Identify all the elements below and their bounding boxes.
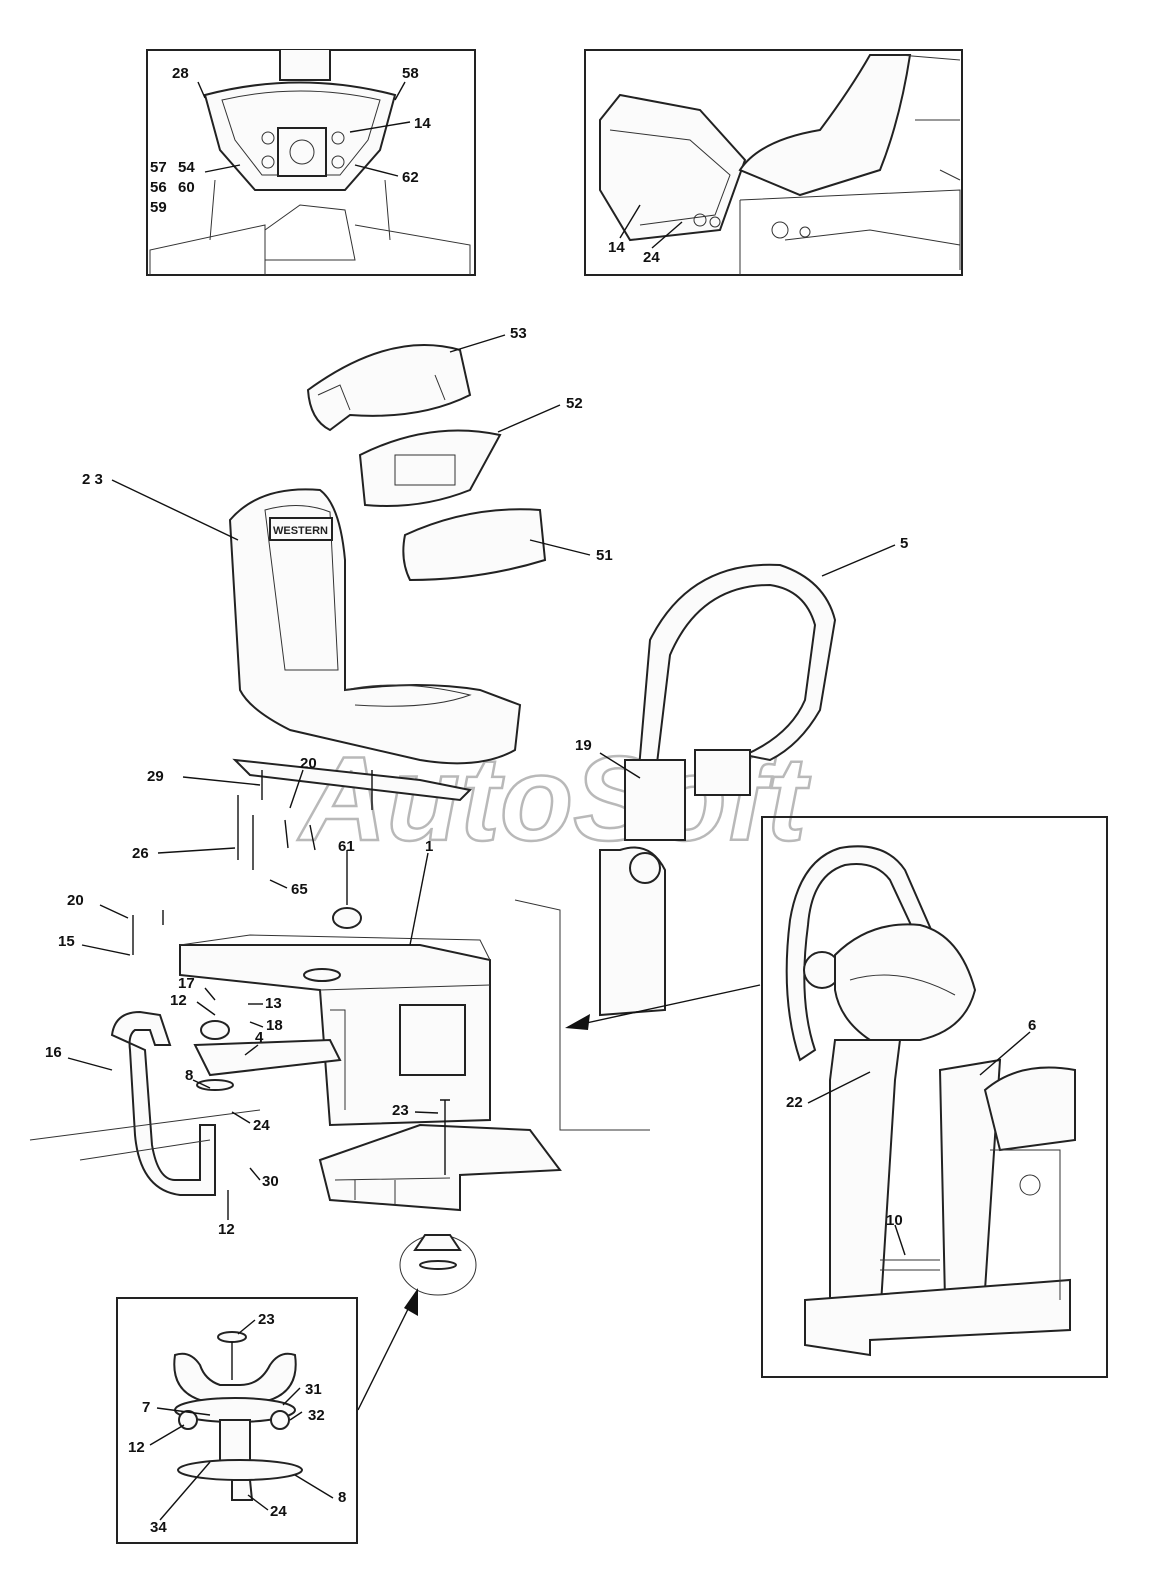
inset-callout-60: 60 <box>178 179 195 196</box>
callout-1: 1 <box>425 838 433 855</box>
inset-callout-24b: 24 <box>643 249 660 266</box>
callout-26: 26 <box>132 845 149 862</box>
callout-12-upper: 12 <box>170 992 187 1009</box>
inset-callout-58: 58 <box>402 65 419 82</box>
callout-17: 17 <box>178 975 195 992</box>
callout-5: 5 <box>900 535 908 552</box>
inset-callout-34: 34 <box>150 1519 167 1536</box>
inset-callout-14b: 14 <box>608 239 625 256</box>
seat-brand-badge: WESTERN <box>273 525 328 537</box>
callout-61: 61 <box>338 838 355 855</box>
inset-callout-57: 57 <box>150 159 167 176</box>
inset-callout-10: 10 <box>886 1212 903 1229</box>
callout-23-seat: 2 3 <box>82 471 103 488</box>
callout-24: 24 <box>253 1117 270 1134</box>
callout-52: 52 <box>566 395 583 412</box>
inset-callout-6: 6 <box>1028 1017 1036 1034</box>
main-exploded-view: WESTERN <box>29 325 908 1411</box>
inset-right: 22 6 10 <box>761 816 1108 1378</box>
inset-callout-24c: 24 <box>270 1503 287 1520</box>
callout-29: 29 <box>147 768 164 785</box>
callout-19: 19 <box>575 737 592 754</box>
callout-23-step: 23 <box>392 1102 409 1119</box>
callout-12-lower: 12 <box>218 1221 235 1238</box>
callout-15: 15 <box>58 933 75 950</box>
callout-65: 65 <box>291 881 308 898</box>
inset-bottom-left: 23 31 7 32 12 8 34 24 <box>116 1297 358 1544</box>
callout-8: 8 <box>185 1067 193 1084</box>
callout-53: 53 <box>510 325 527 342</box>
callout-18: 18 <box>266 1017 283 1034</box>
inset-callout-62: 62 <box>402 169 419 186</box>
callout-20-lower: 20 <box>67 892 84 909</box>
callout-4: 4 <box>255 1029 264 1046</box>
inset-callout-54: 54 <box>178 159 195 176</box>
inset-callout-7: 7 <box>142 1399 150 1416</box>
inset-callout-56: 56 <box>150 179 167 196</box>
inset-top-left: 28 58 14 57 54 56 60 59 62 <box>146 49 476 276</box>
callout-51: 51 <box>596 547 613 564</box>
inset-top-right: 14 24 <box>584 49 963 276</box>
inset-callout-31: 31 <box>305 1381 322 1398</box>
callout-13: 13 <box>265 995 282 1012</box>
inset-callout-32: 32 <box>308 1407 325 1424</box>
inset-callout-23c: 23 <box>258 1311 275 1328</box>
inset-callout-8c: 8 <box>338 1489 346 1506</box>
callout-30: 30 <box>262 1173 279 1190</box>
callout-16: 16 <box>45 1044 62 1061</box>
inset-callout-12c: 12 <box>128 1439 145 1456</box>
inset-callout-59: 59 <box>150 199 167 216</box>
inset-callout-14: 14 <box>414 115 431 132</box>
inset-callout-28: 28 <box>172 65 189 82</box>
inset-callout-22: 22 <box>786 1094 803 1111</box>
callout-20-upper: 20 <box>300 755 317 772</box>
